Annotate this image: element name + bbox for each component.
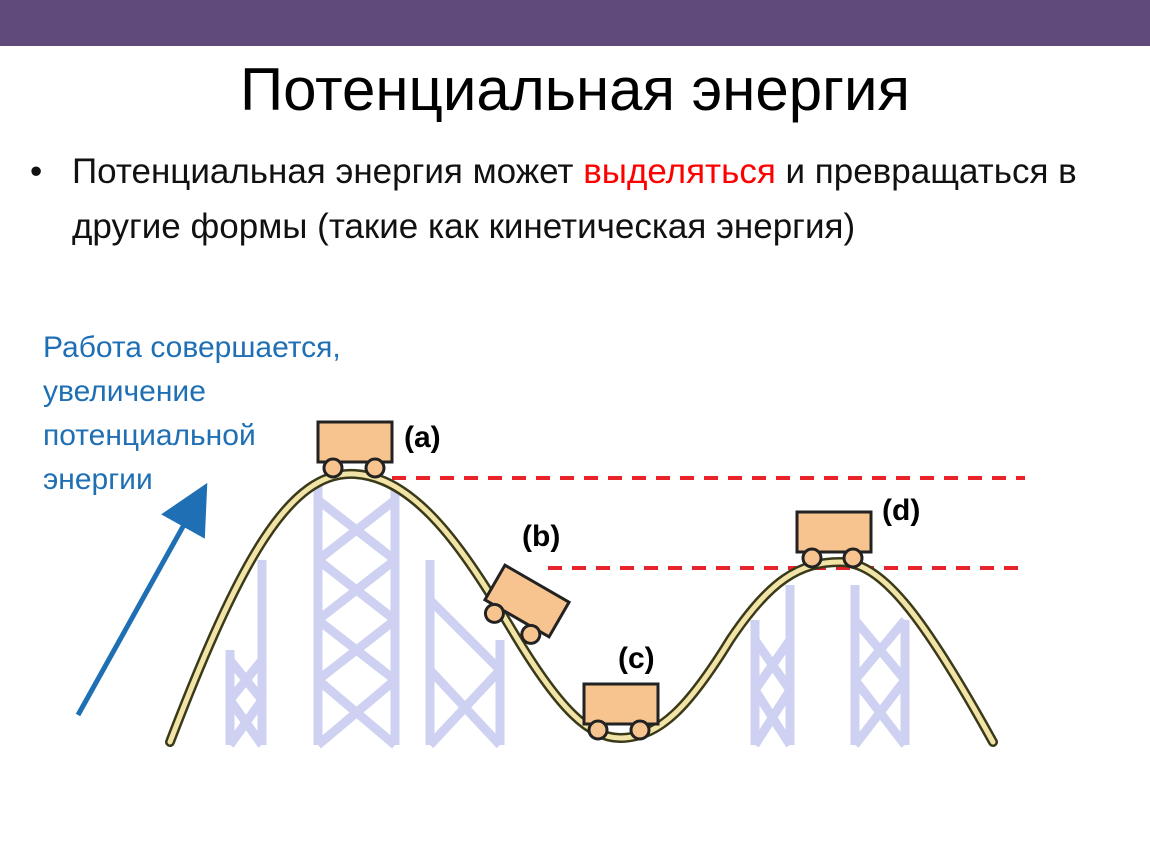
car-c (582, 682, 660, 741)
caption-line-3: потенциальной (43, 419, 256, 452)
bullet-text-before: Потенциальная энергия может (72, 152, 584, 191)
car-a-wheel-right (364, 457, 386, 479)
car-a-wheel-left (322, 457, 344, 479)
slide-title: Потенциальная энергия (239, 56, 911, 123)
car-a (316, 420, 394, 479)
car-b-wheel-right (520, 623, 542, 645)
car-b (482, 563, 572, 645)
car-a-body (316, 420, 394, 464)
car-d-body (795, 510, 873, 554)
bullet-text-after: и превращаться в другие формы (такие как… (72, 152, 1077, 246)
car-d-label: (d) (882, 494, 920, 527)
work-caption: Работа совершается, увеличение потенциал… (43, 326, 403, 502)
car-b-wheel-left (483, 602, 505, 624)
caption-line-2: увеличение (43, 375, 206, 408)
bullet-highlight: выделяться (583, 152, 776, 191)
car-d-wheel-right (842, 547, 864, 569)
car-d (795, 510, 873, 569)
car-b-body (482, 563, 572, 639)
caption-line-1: Работа совершается, (43, 331, 341, 364)
caption-line-4: энергии (43, 463, 153, 496)
bullet-text: Потенциальная энергия может выделяться и… (72, 144, 1092, 254)
car-a-label: (a) (404, 421, 441, 454)
car-c-wheel-right (629, 719, 651, 741)
car-c-wheel-left (587, 719, 609, 741)
work-arrow (75, 482, 208, 717)
car-b-label: (b) (522, 520, 560, 553)
car-c-body (582, 682, 660, 726)
car-c-label: (c) (618, 642, 655, 675)
car-d-wheel-left (801, 547, 823, 569)
bullet-marker: • (30, 152, 43, 191)
scaffold-supports (225, 485, 910, 749)
header-bar (0, 0, 1150, 46)
